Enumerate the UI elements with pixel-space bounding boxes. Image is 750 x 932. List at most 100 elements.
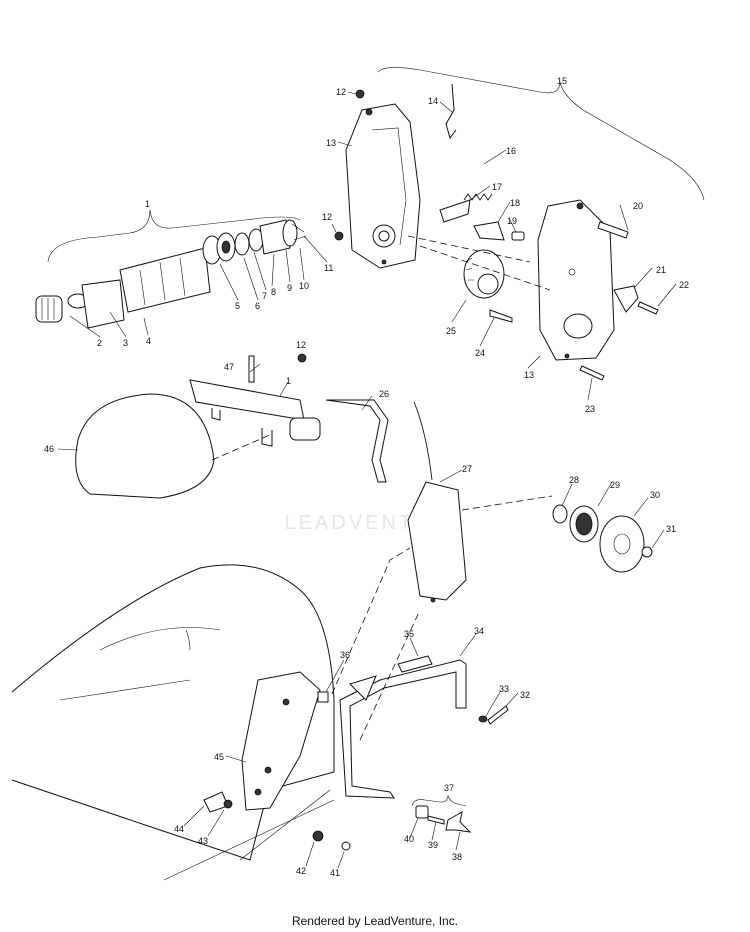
callout-46: 46	[44, 444, 54, 454]
grip-9	[259, 219, 291, 255]
callout-20: 20	[633, 201, 643, 211]
grip-2	[35, 295, 63, 323]
callout-42: 42	[296, 866, 306, 876]
nut-12a	[355, 89, 365, 99]
callout-12b: 12	[322, 212, 332, 222]
nut-12b	[334, 231, 344, 241]
leader-lines	[57, 91, 677, 869]
lever-14	[445, 83, 457, 140]
pin-36	[317, 691, 329, 703]
bolt-47	[248, 355, 255, 383]
callout-6: 6	[255, 301, 260, 311]
element-tube	[119, 247, 211, 313]
washer-33	[478, 715, 488, 723]
nut-31	[641, 546, 653, 558]
callout-33: 33	[499, 684, 509, 694]
callout-23: 23	[585, 404, 595, 414]
pulley-30	[599, 515, 645, 573]
pawl-18	[473, 221, 505, 241]
rod-26	[325, 399, 389, 483]
callout-38: 38	[452, 852, 462, 862]
callout-22: 22	[679, 280, 689, 290]
callout-15: 15	[557, 76, 567, 86]
callout-2: 2	[97, 338, 102, 348]
bracket-17	[439, 199, 471, 223]
callout-4: 4	[146, 336, 151, 346]
callout-36: 36	[340, 650, 350, 660]
screw-32	[487, 705, 509, 725]
pin-19	[511, 231, 525, 241]
handlebar-mount-1	[189, 379, 321, 447]
washer-28	[552, 504, 568, 524]
screw-39	[427, 815, 445, 825]
housing-27	[407, 481, 467, 601]
washer-43	[223, 799, 233, 809]
group-bracket-37	[411, 794, 467, 807]
spring-16	[463, 193, 493, 201]
back-rest-34	[339, 659, 467, 799]
callout-13b: 13	[524, 370, 534, 380]
callout-10: 10	[299, 281, 309, 291]
callout-14: 14	[428, 96, 438, 106]
washer-41	[341, 841, 351, 851]
nut-42	[312, 830, 324, 842]
grip-35	[397, 655, 433, 673]
cable-27	[413, 401, 433, 481]
callout-18: 18	[510, 198, 520, 208]
callout-1b: 1	[286, 376, 291, 386]
callout-12a: 12	[336, 87, 346, 97]
callout-7: 7	[262, 291, 267, 301]
rear-case-13	[345, 103, 421, 269]
callout-5: 5	[235, 301, 240, 311]
group-bracket-1	[47, 209, 301, 263]
screw-22	[637, 301, 659, 315]
footer-credit: Rendered by LeadVenture, Inc.	[291, 914, 459, 928]
callout-26: 26	[379, 389, 389, 399]
callout-43: 43	[198, 836, 208, 846]
knob-40	[415, 805, 429, 819]
callout-31: 31	[666, 524, 676, 534]
callout-16: 16	[506, 146, 516, 156]
callout-35: 35	[404, 629, 414, 639]
callout-44: 44	[174, 824, 184, 834]
callout-40: 40	[404, 834, 414, 844]
callout-24: 24	[475, 348, 485, 358]
bracket-4	[81, 279, 125, 329]
callout-17: 17	[492, 182, 502, 192]
callout-8: 8	[271, 287, 276, 297]
callout-13a: 13	[326, 138, 336, 148]
ring-7	[234, 232, 250, 256]
cam-25	[463, 249, 505, 299]
callout-29: 29	[610, 480, 620, 490]
callout-27: 27	[462, 464, 472, 474]
bracket-45	[241, 671, 321, 811]
callout-12c: 12	[296, 340, 306, 350]
warmer-element-assembly	[35, 219, 307, 329]
callout-labels: 1 2 3 4 5 6 7 8 9 10 11 12 12 12 13 13 1…	[44, 76, 689, 878]
callout-21: 21	[656, 265, 666, 275]
front-case-13	[537, 199, 615, 361]
nut-12c	[297, 353, 307, 363]
callout-3: 3	[123, 338, 128, 348]
wing-nut-38	[445, 811, 472, 833]
bolt-20	[597, 221, 629, 239]
clip-21	[613, 285, 639, 313]
pin-24	[489, 309, 513, 323]
callout-25: 25	[446, 326, 456, 336]
callout-32: 32	[520, 690, 530, 700]
callout-41: 41	[330, 868, 340, 878]
callout-47: 47	[224, 362, 234, 372]
callout-19: 19	[507, 216, 517, 226]
callout-1: 1	[145, 199, 150, 209]
callout-37: 37	[444, 783, 454, 793]
callout-45: 45	[214, 752, 224, 762]
callout-30: 30	[650, 490, 660, 500]
pad-46	[75, 393, 215, 499]
callout-9: 9	[287, 283, 292, 293]
group-bracket-15	[377, 67, 705, 201]
callout-28: 28	[569, 475, 579, 485]
callout-34: 34	[474, 626, 484, 636]
callout-11: 11	[324, 263, 333, 273]
bolt-23	[579, 365, 605, 381]
